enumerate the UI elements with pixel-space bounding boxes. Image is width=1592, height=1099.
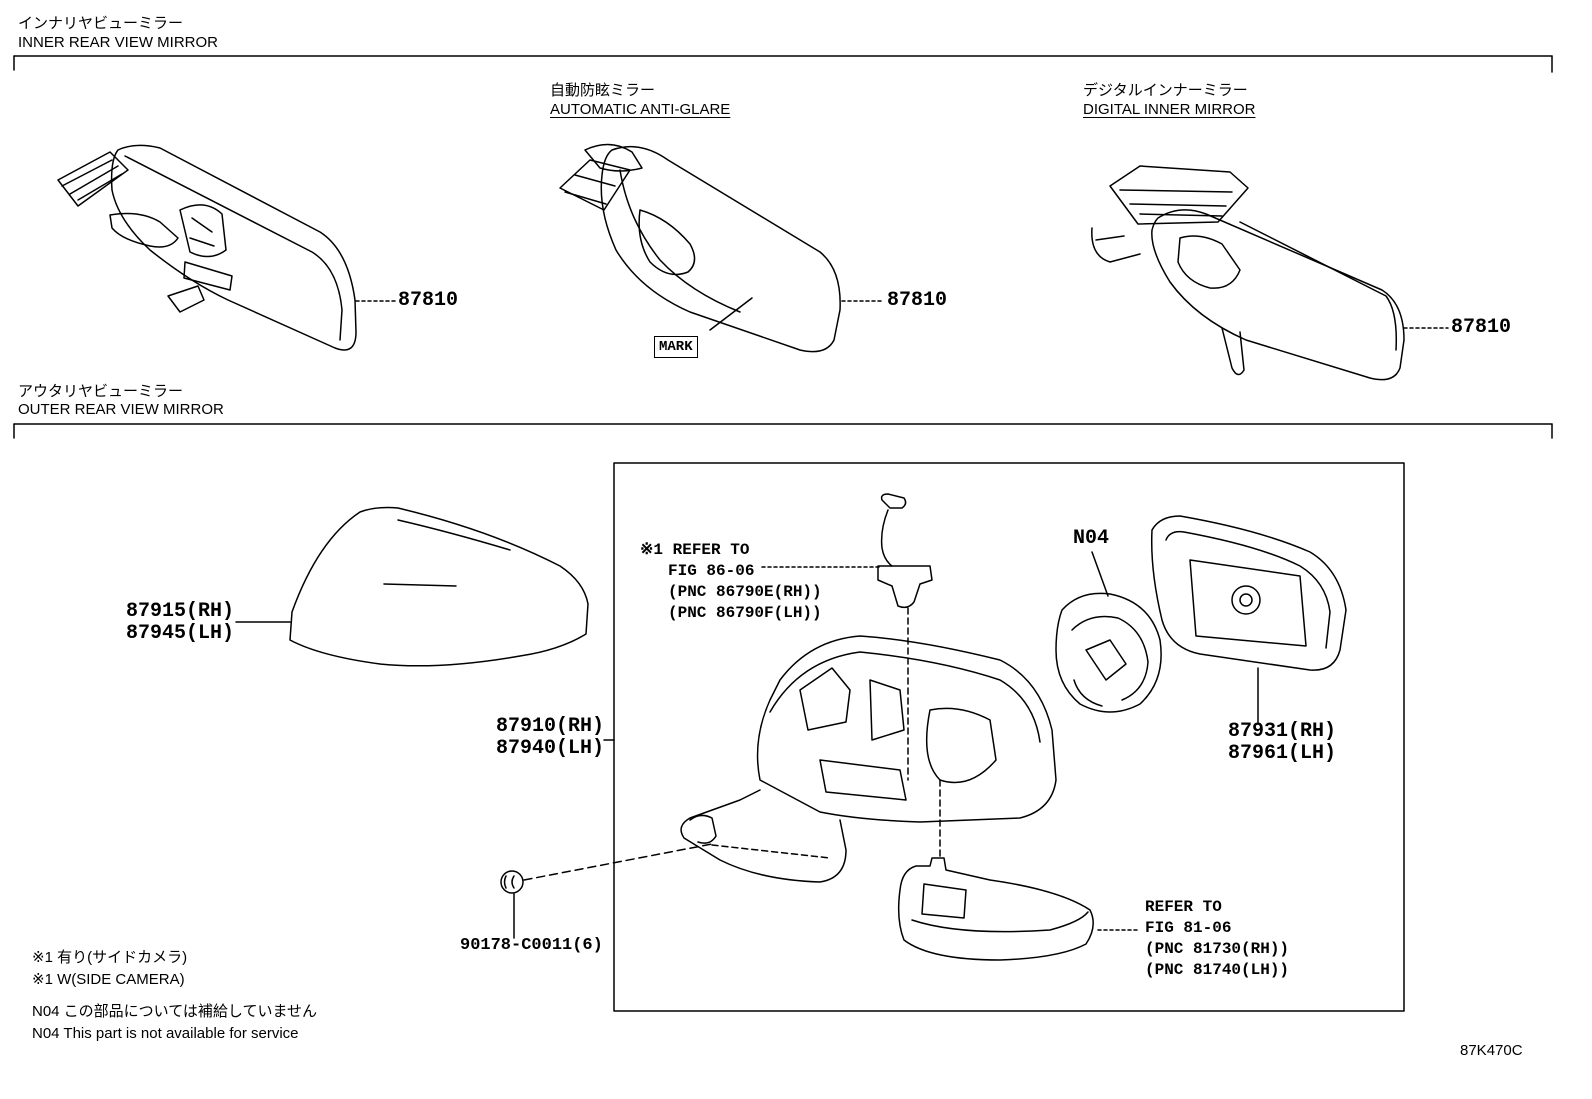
outer-section-title-en: OUTER REAR VIEW MIRROR — [18, 401, 224, 418]
lamp-reference-line: (PNC 81730(RH)) — [1145, 940, 1290, 958]
mark-label: MARK — [654, 336, 698, 358]
inner-mirror-digital — [1091, 165, 1405, 381]
inner-mirror-antiglare — [559, 143, 841, 353]
digital-title-en: DIGITAL INNER MIRROR — [1083, 101, 1256, 118]
inner-section-title-jp: インナリヤビューミラー — [18, 14, 184, 32]
part-number-n04: N04 — [1073, 527, 1110, 550]
camera-reference: ※1 REFER TO FIG 86-06 (PNC 86790E(RH)) (… — [640, 540, 822, 624]
inner-section-bracket — [13, 55, 1553, 73]
clip — [500, 870, 524, 894]
part-number-clip: 90178-C0011(6) — [460, 936, 603, 955]
note-camera-en: ※1 W(SIDE CAMERA) — [32, 971, 185, 988]
part-number-cover-rh: 87915(RH) — [126, 600, 235, 623]
turn-signal-lamp — [897, 857, 1094, 961]
part-number-glass-rh: 87931(RH) — [1228, 720, 1337, 743]
clip-axis-line — [523, 843, 713, 881]
note-n04-en: N04 This part is not available for servi… — [32, 1025, 299, 1042]
inner-mirror-standard — [57, 144, 357, 351]
note-n04-jp: N04 この部品については補給していません — [32, 1003, 318, 1020]
mirror-glass — [1150, 515, 1347, 671]
antiglare-title-en: AUTOMATIC ANTI-GLARE — [550, 101, 731, 118]
part-number-glass-lh: 87961(LH) — [1228, 742, 1337, 765]
part-number-inner-antiglare: 87810 — [887, 289, 948, 312]
part-number-inner-digital: 87810 — [1451, 316, 1512, 339]
camera-reference-line: (PNC 86790F(LH)) — [668, 604, 822, 622]
outer-section-title-jp: アウタリヤビューミラー — [18, 382, 184, 400]
antiglare-title-jp: 自動防眩ミラー — [550, 82, 656, 99]
digital-title-jp: デジタルインナーミラー — [1083, 82, 1248, 99]
mirror-cover — [289, 506, 589, 667]
camera-reference-line: (PNC 86790E(RH)) — [668, 583, 822, 601]
mirror-body — [680, 635, 1057, 883]
figure-code: 87K470C — [1460, 1042, 1523, 1059]
camera-reference-line: FIG 86-06 — [668, 562, 755, 580]
outer-section-bracket — [13, 423, 1553, 439]
outer-assembly-frame — [613, 462, 1405, 1012]
mirror-actuator — [1055, 592, 1162, 713]
lamp-reference: REFER TO FIG 81-06 (PNC 81730(RH)) (PNC … — [1145, 897, 1289, 981]
lamp-reference-line: FIG 81-06 — [1145, 919, 1232, 937]
side-camera — [877, 493, 933, 609]
camera-reference-line: ※1 REFER TO — [640, 541, 750, 559]
part-number-inner-standard: 87810 — [398, 289, 459, 312]
part-number-body-rh: 87910(RH) — [496, 715, 605, 738]
n04-leader — [1091, 551, 1109, 597]
part-number-body-lh: 87940(LH) — [496, 737, 605, 760]
part-number-cover-lh: 87945(LH) — [126, 622, 235, 645]
lamp-reference-line: (PNC 81740(LH)) — [1145, 961, 1290, 979]
lamp-reference-line: REFER TO — [1145, 898, 1222, 916]
note-camera-jp: ※1 有り(サイドカメラ) — [32, 949, 188, 966]
inner-section-title-en: INNER REAR VIEW MIRROR — [18, 34, 219, 51]
